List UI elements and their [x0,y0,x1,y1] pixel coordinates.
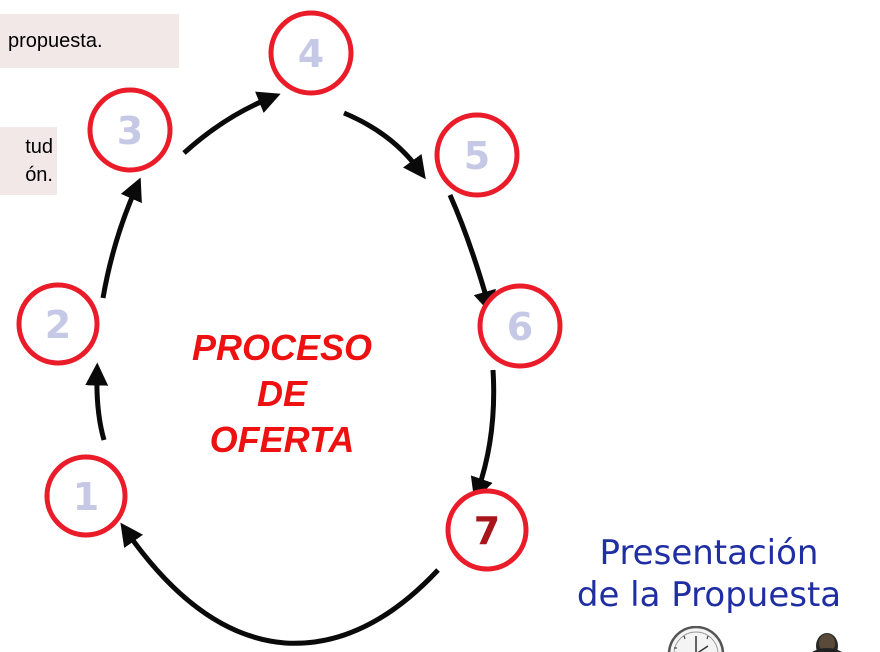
cycle-title-line-1: PROCESO [192,327,372,368]
arrow-4-to-5 [343,110,426,180]
step-1-number: 1 [73,475,99,519]
clock-icon [667,626,725,652]
step-7: 7 [445,488,529,572]
step-6-number: 6 [507,305,533,349]
step-5: 5 [434,112,520,198]
presentation-line-2: de la Propuesta [576,575,842,615]
presentation-caption: Presentación de la Propuesta [538,532,880,616]
step-5-number: 5 [464,134,490,178]
note-top-text: propuesta. [8,30,103,52]
arrow-2-to-3 [100,177,142,299]
step-3: 3 [87,87,173,173]
step-7-number: 7 [474,509,500,553]
cycle-title-line-3: OFERTA [210,419,355,460]
note-middle-line-1: tud [25,136,53,158]
presentation-line-1: Presentación [599,533,819,573]
step-1: 1 [44,454,128,538]
note-middle: tud ón. [0,127,57,195]
arrow-5-to-6 [447,193,496,315]
step-6: 6 [477,283,563,369]
note-middle-line-2: ón. [25,164,53,186]
arrow-1-to-2 [85,362,109,441]
step-3-number: 3 [117,109,143,153]
presentation-illustration [667,626,842,652]
arrow-6-to-7 [470,369,497,501]
cycle-title-line-2: DE [257,373,308,414]
note-top: propuesta. [0,14,179,68]
arrow-7-to-1 [120,522,440,646]
person-icon [812,633,842,652]
step-2-number: 2 [45,303,71,347]
arrow-3-to-4 [182,91,281,155]
step-4-number: 4 [298,32,324,76]
step-4: 4 [268,10,354,96]
step-2: 2 [16,282,100,366]
